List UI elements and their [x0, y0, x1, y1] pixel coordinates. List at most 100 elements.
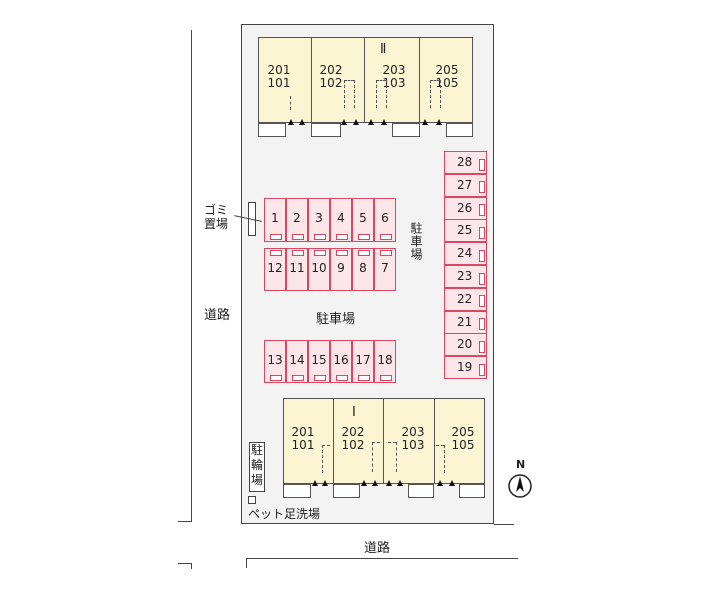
unit-lower-number: 103 [382, 76, 406, 90]
building-1-unit-1: 201 101 [283, 426, 323, 452]
parking-space-number: 23 [457, 269, 473, 283]
wheel-stop [479, 158, 485, 171]
parking-space-number: 6 [381, 211, 389, 225]
parking-space: 2 [286, 198, 308, 242]
parking-space-number: 22 [457, 291, 473, 306]
parking-space-number: 3 [315, 211, 323, 225]
parking-space-number: 16 [333, 353, 349, 367]
entrance-arrow-icon [436, 119, 442, 125]
parking-space: 11 [286, 248, 308, 291]
bicycle-parking-label: 駐輪場 [250, 443, 264, 488]
parking-space-number: 27 [457, 177, 473, 192]
unit-lower-number: 102 [341, 438, 365, 452]
parking-space-number: 4 [337, 211, 345, 225]
building-1-divider [434, 398, 435, 484]
north-compass-icon [508, 474, 532, 498]
wheel-stop [479, 363, 485, 376]
parking-space-number: 17 [355, 353, 371, 367]
building-2-stoop [258, 123, 286, 137]
bicycle-parking-box [249, 442, 265, 492]
parking-space: 18 [374, 340, 396, 383]
wheel-stop [380, 375, 392, 381]
stair-dashed [430, 80, 431, 108]
wheel-stop [479, 204, 485, 217]
stair-dashed [344, 80, 345, 108]
entrance-arrow-icon [386, 480, 392, 486]
wheel-stop [336, 375, 348, 381]
stair-dashed [372, 442, 380, 443]
pet-wash-label: ペット足洗場 [248, 507, 321, 521]
unit-lower-number: 101 [267, 76, 291, 90]
unit-lower-number: 105 [435, 76, 459, 90]
parking-space: 19 [444, 356, 487, 380]
wheel-stop [380, 250, 392, 256]
garbage-area-text: ゴミ置場 [204, 203, 229, 231]
unit-upper-number: 203 [401, 425, 425, 439]
parking-space-number: 24 [457, 246, 473, 261]
parking-space: 27 [444, 173, 487, 197]
parking-space-number: 26 [457, 200, 473, 215]
parking-space: 21 [444, 310, 487, 334]
parking-space: 20 [444, 333, 487, 357]
entrance-arrow-icon [437, 480, 443, 486]
building-1-unit-4: 205 105 [443, 426, 483, 452]
building-1-unit-3: 203 103 [393, 426, 433, 452]
parking-space-number: 15 [311, 353, 327, 367]
building-1-outline [283, 398, 485, 484]
parking-space: 10 [308, 248, 330, 291]
stair-dashed [444, 445, 445, 473]
stair-dashed [290, 96, 291, 110]
building-2-unit-1: 201 101 [259, 64, 299, 90]
parking-space: 16 [330, 340, 352, 383]
parking-space-number: 8 [359, 261, 367, 275]
wheel-stop [270, 250, 282, 256]
unit-upper-number: 203 [382, 63, 406, 77]
south-road-tick-left [246, 558, 247, 568]
parking-space-number: 20 [457, 337, 473, 352]
parking-space: 5 [352, 198, 374, 242]
stair-dashed [376, 80, 377, 108]
building-1-stoop [459, 484, 485, 498]
unit-upper-number: 201 [267, 63, 291, 77]
parking-space-number: 1 [271, 211, 279, 225]
west-road-line [191, 30, 192, 522]
wheel-stop [292, 375, 304, 381]
stair-dashed [322, 445, 323, 473]
entrance-arrow-icon [372, 480, 378, 486]
wheel-stop [479, 295, 485, 308]
parking-space-number: 19 [457, 360, 473, 375]
parking-space-number: 21 [457, 314, 473, 329]
wheel-stop [479, 226, 485, 239]
unit-upper-number: 202 [319, 63, 343, 77]
wheel-stop [314, 234, 326, 240]
parking-space: 15 [308, 340, 330, 383]
parking-space: 6 [374, 198, 396, 242]
building-1-name: Ⅰ [352, 405, 356, 420]
parking-space-number: 10 [311, 261, 327, 275]
building-2-unit-4: 205 105 [427, 64, 467, 90]
building-1-stoop [283, 484, 311, 498]
parking-space-number: 2 [293, 211, 301, 225]
unit-lower-number: 101 [291, 438, 315, 452]
parking-side-label: 駐車場 [409, 222, 423, 261]
parking-space: 14 [286, 340, 308, 383]
parking-space: 12 [264, 248, 286, 291]
entrance-arrow-icon [322, 480, 328, 486]
south-road-corner-left [178, 563, 192, 564]
parking-space: 24 [444, 242, 487, 266]
bicycle-parking-text: 駐輪場 [250, 443, 263, 487]
stair-dashed [386, 80, 387, 108]
wheel-stop [270, 375, 282, 381]
building-1-stoop [333, 484, 360, 498]
wheel-stop [292, 250, 304, 256]
wheel-stop [479, 272, 485, 285]
building-2-divider [419, 37, 420, 123]
unit-upper-number: 205 [435, 63, 459, 77]
unit-lower-number: 103 [401, 438, 425, 452]
parking-space-number: 9 [337, 261, 345, 275]
building-2-divider [364, 37, 365, 123]
wheel-stop [314, 250, 326, 256]
unit-lower-number: 105 [451, 438, 475, 452]
parking-space: 23 [444, 265, 487, 288]
parking-space: 3 [308, 198, 330, 242]
